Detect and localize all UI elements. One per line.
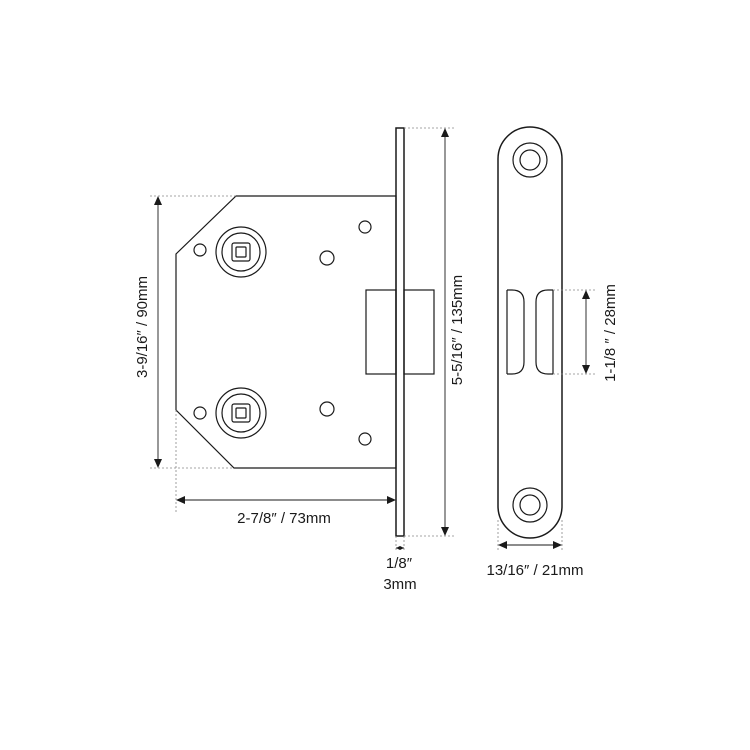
latch-bolt-inner bbox=[365, 289, 397, 375]
dim-strike-opening bbox=[582, 290, 590, 374]
fixing-hole bbox=[358, 220, 372, 234]
strike-plate bbox=[497, 126, 563, 539]
upper-follower bbox=[215, 226, 267, 278]
strike-plate-outline bbox=[497, 126, 563, 539]
dim-backset bbox=[176, 496, 396, 504]
lock-body bbox=[175, 195, 397, 469]
strike-opening bbox=[506, 289, 554, 375]
lower-follower bbox=[215, 387, 267, 439]
dim-faceplate-thickness bbox=[396, 546, 404, 550]
dim-body-height bbox=[154, 196, 162, 468]
dim-strike-width bbox=[498, 541, 562, 549]
label-faceplate-thickness-in: 1/8″ bbox=[386, 555, 413, 572]
fixing-hole bbox=[319, 250, 335, 266]
lock-case-outline bbox=[175, 195, 397, 469]
fixing-hole bbox=[319, 401, 335, 417]
faceplate-edge bbox=[395, 127, 405, 537]
label-faceplate-thickness-mm: 3mm bbox=[383, 576, 416, 593]
faceplate-side bbox=[395, 127, 435, 537]
dim-faceplate-height bbox=[441, 128, 449, 536]
label-strike-width: 13/16″ / 21mm bbox=[486, 562, 583, 579]
label-faceplate-height: 5-5/16″ / 135mm bbox=[449, 275, 466, 385]
fixing-hole bbox=[193, 243, 207, 257]
label-backset: 2-7/8″ / 73mm bbox=[237, 510, 331, 527]
label-body-height: 3-9/16″ / 90mm bbox=[134, 276, 151, 378]
label-strike-opening: 1-1/8 ″ / 28mm bbox=[602, 284, 619, 382]
fixing-hole bbox=[193, 406, 207, 420]
extension-lines bbox=[150, 127, 596, 552]
fixing-hole bbox=[358, 432, 372, 446]
latch-bolt-outer bbox=[403, 289, 435, 375]
